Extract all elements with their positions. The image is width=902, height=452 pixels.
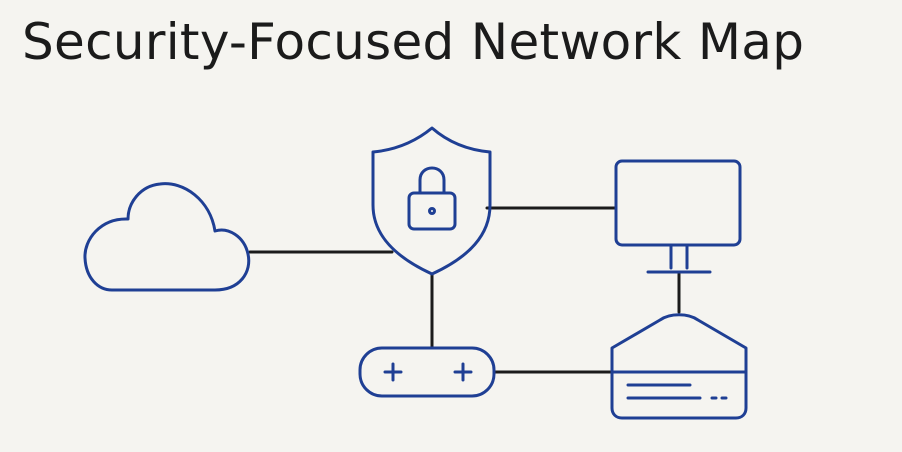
- shield-lock-icon[interactable]: [371, 126, 492, 276]
- padlock-shackle: [418, 166, 446, 195]
- storage-server-icon[interactable]: [610, 313, 748, 420]
- monitor-icon[interactable]: [614, 159, 742, 274]
- padlock-body: [407, 191, 457, 231]
- switch-port-left: [383, 362, 403, 382]
- connection-lines: [248, 206, 681, 374]
- network-switch-icon[interactable]: [358, 346, 496, 398]
- server-outline: [610, 313, 748, 420]
- monitor-screen: [614, 159, 742, 247]
- padlock-keyhole: [428, 207, 436, 215]
- switch-body: [358, 346, 496, 398]
- shield-outline: [371, 126, 492, 276]
- switch-port-right: [453, 362, 473, 382]
- cloud-icon[interactable]: [83, 182, 251, 292]
- monitor-neck: [669, 243, 689, 270]
- page-title: Security-Focused Network Map: [22, 13, 805, 71]
